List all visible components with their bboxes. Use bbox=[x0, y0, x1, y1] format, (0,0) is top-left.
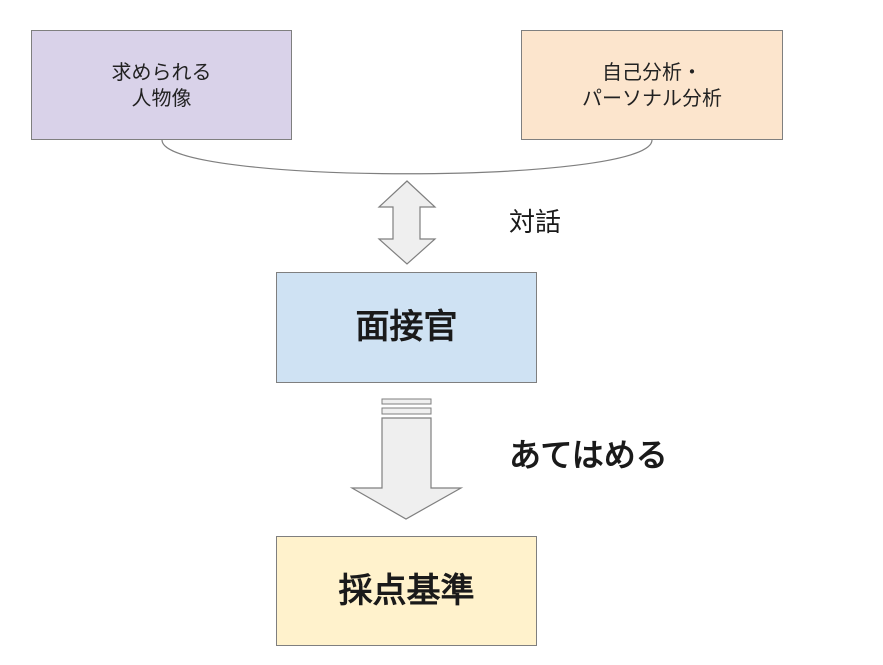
arrow-stripe-1 bbox=[381, 398, 432, 405]
self-analysis-label: 自己分析・ パーソナル分析 bbox=[582, 60, 722, 110]
required-profile-label: 求められる 人物像 bbox=[111, 60, 212, 110]
interviewer-box: 面接官 bbox=[276, 272, 537, 383]
bracket-curve bbox=[161, 139, 653, 175]
dialogue-label: 対話 bbox=[509, 208, 562, 238]
interviewer-label: 面接官 bbox=[355, 307, 458, 348]
self-analysis-box: 自己分析・ パーソナル分析 bbox=[521, 30, 783, 140]
apply-label: あてはめる bbox=[509, 436, 668, 474]
arrow-stripe-2 bbox=[381, 407, 432, 415]
double-arrow bbox=[377, 180, 437, 265]
scoring-criteria-label: 採点基準 bbox=[338, 570, 475, 611]
down-arrow bbox=[349, 417, 464, 520]
required-profile-box: 求められる 人物像 bbox=[31, 30, 292, 140]
scoring-criteria-box: 採点基準 bbox=[276, 536, 537, 646]
